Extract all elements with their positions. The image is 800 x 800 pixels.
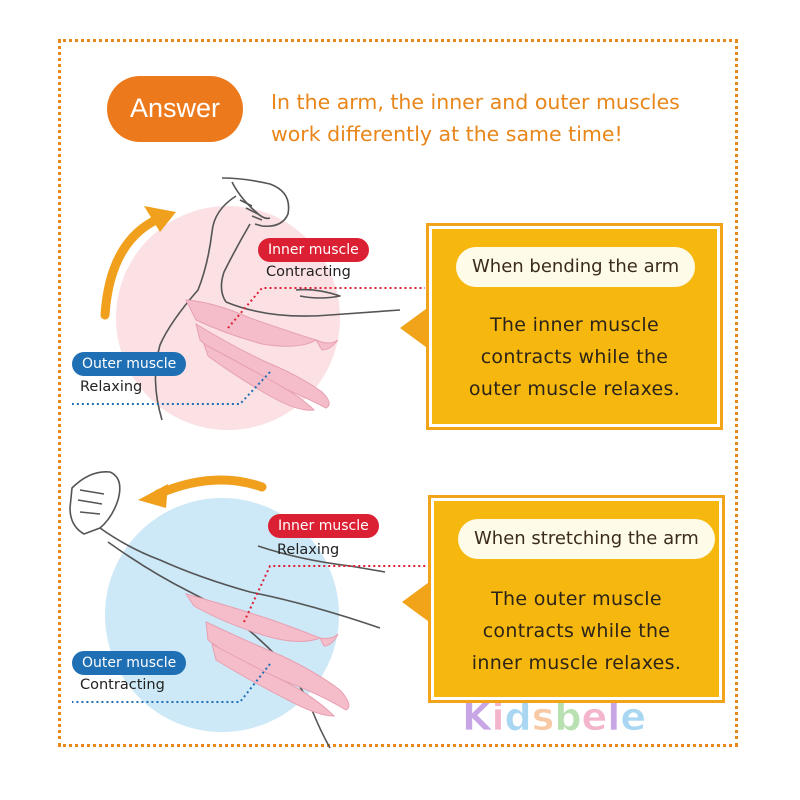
bend-outer-leader xyxy=(72,371,271,405)
bend-inner-leader xyxy=(227,287,425,329)
bend-outer-muscle-state: Relaxing xyxy=(80,379,143,395)
bending-card-line-2: contracts while the xyxy=(480,346,669,368)
stretching-card-body: The outer muscle contracts while the inn… xyxy=(434,583,719,679)
bending-card-body: The inner muscle contracts while the out… xyxy=(432,309,717,405)
bent-arm-drawing xyxy=(154,177,401,421)
answer-badge: Answer xyxy=(107,76,243,142)
bend-inner-muscle-state: Contracting xyxy=(266,264,351,280)
stretching-card-line-2: contracts while the xyxy=(482,620,671,642)
stretch-arrow-head xyxy=(138,484,168,508)
bend-outer-muscle-tag: Outer muscle xyxy=(72,352,187,376)
answer-badge-background xyxy=(107,76,243,142)
stretch-card-pointer xyxy=(402,580,432,624)
bend-card-pointer xyxy=(400,306,430,350)
watermark-letter: i xyxy=(491,695,504,739)
bend-motion-arrow xyxy=(100,213,165,320)
stretch-outer-muscle-state: Contracting xyxy=(80,677,165,693)
watermark-letter: b xyxy=(554,695,581,739)
bending-card: When bending the arm The inner muscle co… xyxy=(426,223,723,430)
bending-card-line-1: The inner muscle xyxy=(490,314,659,336)
answer-badge-label: Answer xyxy=(129,93,221,123)
stretching-card: When stretching the arm The outer muscle… xyxy=(428,495,725,703)
stretch-muscles xyxy=(184,593,350,717)
answer-line-1: In the arm, the inner and outer muscles xyxy=(271,90,680,114)
answer-text: In the arm, the inner and outer muscles … xyxy=(271,86,711,150)
watermark-letter: d xyxy=(504,695,531,739)
bend-inner-muscle-tag: Inner muscle xyxy=(258,238,369,262)
watermark-text: Kidsbele xyxy=(462,695,646,739)
answer-line-2: work differently at the same time! xyxy=(271,122,623,146)
stretch-inner-muscle-tag: Inner muscle xyxy=(268,514,379,538)
bend-muscles xyxy=(185,299,339,411)
stretching-card-line-1: The outer muscle xyxy=(491,588,662,610)
stretching-card-line-3: inner muscle relaxes. xyxy=(471,652,682,674)
bending-card-heading: When bending the arm xyxy=(456,247,696,287)
stretch-outer-muscle-tag: Outer muscle xyxy=(72,651,187,675)
stretch-inner-muscle-state: Relaxing xyxy=(277,542,340,558)
bending-card-line-3: outer muscle relaxes. xyxy=(468,378,681,400)
watermark-letter: K xyxy=(462,695,493,739)
watermark-letter: e xyxy=(582,695,608,739)
stretch-outer-leader xyxy=(72,663,271,703)
stretch-inner-leader xyxy=(243,565,430,623)
bend-arrow-head xyxy=(144,206,176,232)
stretching-card-heading: When stretching the arm xyxy=(458,519,715,559)
stretch-motion-arrow xyxy=(153,475,267,499)
dotted-frame xyxy=(58,39,738,747)
watermark-letter: e xyxy=(620,695,646,739)
watermark-letter: s xyxy=(532,695,555,739)
watermark-letter: l xyxy=(607,695,620,739)
